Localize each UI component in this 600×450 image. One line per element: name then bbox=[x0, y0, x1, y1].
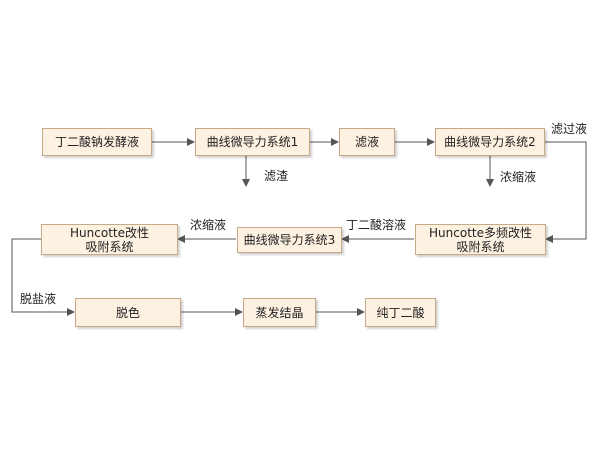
node-fermentation-broth: 丁二酸钠发酵液 bbox=[42, 128, 152, 156]
node-evaporation-label: 蒸发结晶 bbox=[255, 305, 304, 320]
node-curved-system-1-label: 曲线微导力系统1 bbox=[206, 135, 299, 149]
node-decolor: 脱色 bbox=[75, 298, 181, 327]
node-evaporation: 蒸发结晶 bbox=[243, 298, 316, 327]
arrow-system2-to-multifreq bbox=[545, 141, 587, 243]
label-concentrate-3: 浓缩液 bbox=[190, 218, 227, 232]
label-filtrate-out: 滤过液 bbox=[551, 122, 588, 136]
node-curved-system-2: 曲线微导力系统2 bbox=[435, 128, 545, 156]
node-curved-system-3-label: 曲线微导力系统3 bbox=[243, 233, 336, 247]
node-decolor-label: 脱色 bbox=[115, 305, 140, 320]
node-curved-system-1: 曲线微导力系统1 bbox=[195, 128, 310, 156]
node-huncotte-multifreq-line2: 吸附系统 bbox=[456, 239, 505, 254]
arrow-adsorb-to-decolor bbox=[11, 238, 75, 316]
label-succinic-solution: 丁二酸溶液 bbox=[346, 218, 407, 232]
node-filtrate-label: 滤液 bbox=[354, 135, 379, 149]
node-huncotte-multifreq-line1: Huncotte多频改性 bbox=[429, 225, 532, 240]
node-huncotte-adsorb-line1: Huncotte改性 bbox=[70, 225, 149, 240]
node-pure-acid: 纯丁二酸 bbox=[365, 298, 436, 327]
node-curved-system-3: 曲线微导力系统3 bbox=[237, 227, 342, 253]
label-filter-residue: 滤渣 bbox=[264, 169, 289, 183]
label-concentrate-2: 浓缩液 bbox=[500, 170, 537, 184]
node-curved-system-2-label: 曲线微导力系统2 bbox=[444, 135, 536, 149]
node-huncotte-multifreq: Huncotte多频改性 吸附系统 bbox=[415, 224, 546, 255]
node-pure-acid-label: 纯丁二酸 bbox=[376, 305, 425, 320]
label-desalted-liquid: 脱盐液 bbox=[20, 292, 57, 306]
node-fermentation-broth-label: 丁二酸钠发酵液 bbox=[54, 135, 139, 149]
node-huncotte-adsorb-line2: 吸附系统 bbox=[85, 239, 134, 254]
node-filtrate: 滤液 bbox=[339, 128, 395, 156]
node-huncotte-adsorb: Huncotte改性 吸附系统 bbox=[41, 224, 178, 255]
